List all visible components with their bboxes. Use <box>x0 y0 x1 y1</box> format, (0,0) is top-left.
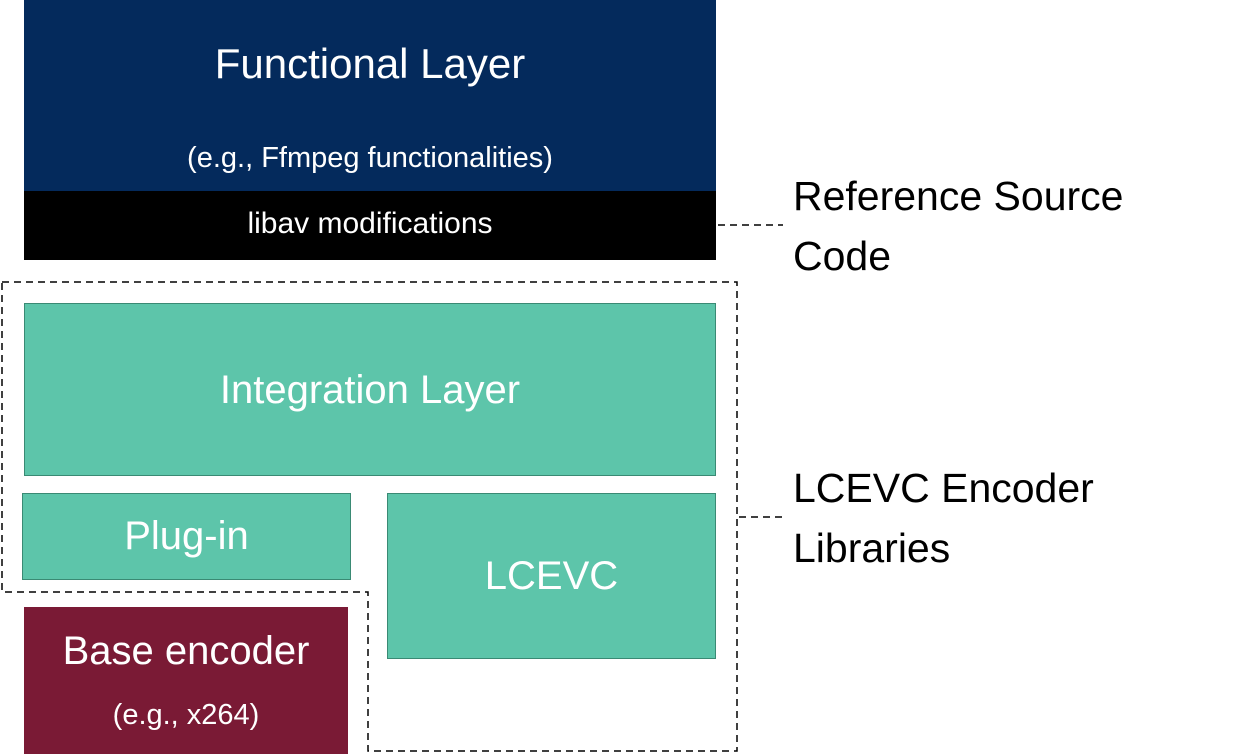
lcevc-label: LCEVC <box>484 554 619 598</box>
plugin-label: Plug-in <box>124 514 249 558</box>
functional-layer-subtitle: (e.g., Ffmpeg functionalities) <box>187 142 553 174</box>
lcevc-block: LCEVC <box>387 493 716 659</box>
plugin-block: Plug-in <box>22 493 351 580</box>
lcevc-libraries-boundary <box>1 281 738 752</box>
integration-layer-block: Integration Layer <box>24 303 716 476</box>
integration-layer-label: Integration Layer <box>219 368 521 412</box>
base-encoder-subtitle: (e.g., x264) <box>112 699 260 731</box>
functional-layer-block: Functional Layer (e.g., Ffmpeg functiona… <box>24 0 716 191</box>
reference-source-code-label: Reference Source Code <box>793 173 1124 279</box>
libav-modifications-label: libav modifications <box>247 207 493 240</box>
base-encoder-block: Base encoder (e.g., x264) <box>24 607 348 754</box>
libav-modifications-block: libav modifications <box>24 191 716 260</box>
base-encoder-title: Base encoder <box>62 629 310 673</box>
functional-layer-title: Functional Layer <box>214 40 526 87</box>
lcevc-encoder-libraries-label: LCEVC Encoder Libraries <box>793 465 1094 571</box>
